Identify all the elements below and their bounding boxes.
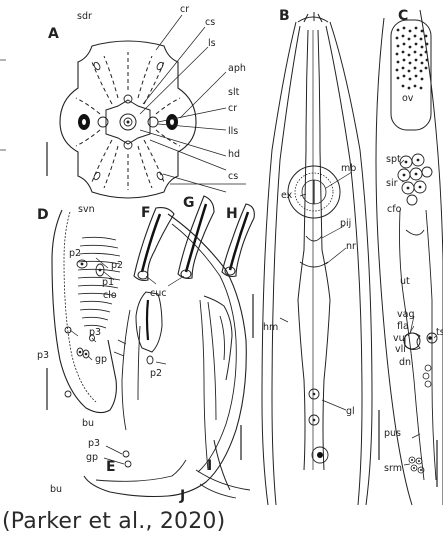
label-gp-2: gp [86, 452, 98, 463]
label-hm: hm [263, 322, 278, 333]
label-spt: spt [386, 154, 401, 165]
spermatheca-cells [398, 154, 432, 205]
spicule [136, 292, 162, 352]
panel-letter-e: E [106, 459, 116, 475]
label-p3-c: p3 [88, 438, 100, 449]
label-ov: ov [402, 93, 414, 104]
panel-letter-f: F [141, 205, 151, 221]
panel-c-female-reproductive-system: C ov spt sir cfo ut vag fla vu ts vli dn… [376, 8, 443, 505]
label-cr-2: cr [228, 103, 237, 114]
label-aph: aph [228, 63, 246, 74]
label-bu-2: bu [50, 484, 62, 495]
label-sir: sir [386, 178, 398, 189]
label-vag: vag [397, 309, 414, 320]
panel-letter-d: D [37, 207, 49, 223]
tail-lateral-outline [84, 214, 246, 497]
figure-citation-caption: (Parker et al., 2020) [2, 509, 225, 534]
frame-lines [0, 60, 6, 150]
panel-letter-h: H [226, 206, 238, 222]
label-sdr: sdr [77, 11, 92, 22]
label-ls: ls [208, 38, 216, 49]
label-lls: lls [228, 126, 238, 137]
panel-a-en-face-view: A sdr cr cs ls aph slt cr lls hd cs svn [47, 4, 246, 215]
label-clo: clo [103, 290, 117, 301]
label-nr: nr [346, 241, 356, 252]
label-slt: slt [228, 87, 240, 98]
label-p2: p2 [69, 248, 81, 259]
panel-letter-j: J [179, 488, 185, 504]
label-bu: bu [82, 418, 94, 429]
panel-letter-c: C [398, 8, 408, 24]
label-pij: pij [340, 218, 351, 229]
panel-letter-b: B [279, 8, 290, 24]
label-cs: cs [205, 17, 215, 28]
label-ex: ex [281, 190, 293, 201]
label-cuc: cuc [150, 288, 166, 299]
label-cr: cr [180, 4, 189, 15]
label-vu: vu [393, 333, 405, 344]
panel-d-male-tail: D p2 p2 p1 clo p3 p3 gp bu [37, 207, 123, 429]
spicule-f [134, 208, 174, 281]
label-vli: vli [395, 344, 406, 355]
label-ts: ts [436, 327, 443, 338]
label-p2-c: p2 [150, 368, 162, 379]
body-wall-left [262, 22, 296, 505]
label-p1: p1 [102, 277, 114, 288]
label-cs-2: cs [228, 171, 238, 182]
label-p3-b: p3 [37, 350, 49, 361]
panels-fgh-spicules: F G H cuc [134, 195, 254, 299]
label-p2-b: p2 [111, 260, 123, 271]
label-hd: hd [228, 149, 240, 160]
label-ut: ut [400, 276, 410, 287]
label-cfo: cfo [387, 204, 402, 215]
label-mb: mb [341, 163, 356, 174]
label-pus: pus [384, 428, 401, 439]
label-p3: p3 [89, 327, 101, 338]
label-svn: svn [78, 204, 95, 215]
body-wall-right [330, 22, 372, 505]
label-gl: gl [346, 406, 355, 417]
label-gp: gp [95, 354, 107, 365]
panel-b-anterior-body: B mb ex pij nr hm gl [262, 8, 379, 505]
label-fla: fla [397, 321, 409, 332]
panel-letter-a: A [48, 26, 59, 42]
label-srm: srm [384, 463, 402, 474]
label-dn: dn [399, 357, 411, 368]
panel-letter-g: G [183, 195, 195, 211]
panel-letter-i: I [207, 458, 212, 474]
